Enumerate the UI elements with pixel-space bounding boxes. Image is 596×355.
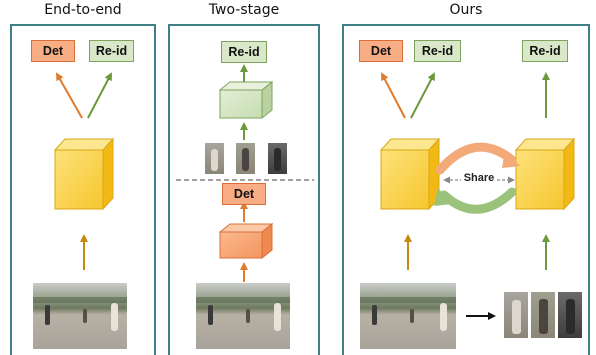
panel-title-end-to-end: End-to-end <box>44 2 122 18</box>
share-bottom-arc <box>434 187 517 214</box>
share-label: Share <box>461 172 497 184</box>
panel-two-stage <box>168 24 320 355</box>
panel-ours <box>342 24 590 355</box>
panel-title-ours: Ours <box>449 2 483 18</box>
share-top-arc <box>435 142 520 175</box>
ours-det-label: Det <box>359 40 403 62</box>
two-stage-crop-2 <box>236 143 255 174</box>
ours-right-cube <box>514 137 576 211</box>
end-to-end-det-label: Det <box>31 40 75 62</box>
two-stage-reid-label: Re-id <box>221 41 267 63</box>
ours-det-arrow <box>381 72 406 119</box>
ours-left-cube <box>379 137 441 211</box>
ours-reid-label: Re-id <box>414 40 461 62</box>
panel-end-to-end <box>10 24 156 355</box>
end-to-end-reid-label: Re-id <box>89 40 134 62</box>
ours-crop-2 <box>531 292 555 338</box>
two-stage-crop-3 <box>268 143 287 174</box>
end-to-end-reid-arrow <box>87 72 112 119</box>
ours-reid-arrow <box>410 72 435 119</box>
two-stage-det-cube <box>218 222 274 260</box>
two-stage-input-photo <box>196 283 290 349</box>
two-stage-det-label: Det <box>222 183 266 205</box>
two-stage-reid-cube <box>218 80 274 120</box>
ours-input-photo <box>360 283 456 349</box>
end-to-end-input-photo <box>33 283 127 349</box>
two-stage-crop-1 <box>205 143 224 174</box>
ours-crop-3 <box>558 292 582 338</box>
end-to-end-backbone-cube <box>53 137 115 211</box>
panel-title-two-stage: Two-stage <box>208 2 280 18</box>
ours-reid-label-2: Re-id <box>522 40 568 62</box>
ours-crop-1 <box>504 292 528 338</box>
end-to-end-det-arrow <box>56 72 83 119</box>
